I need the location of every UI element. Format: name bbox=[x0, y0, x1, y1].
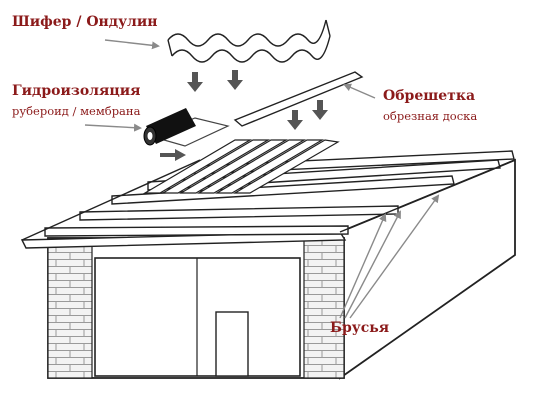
lathing-board-2 bbox=[160, 139, 271, 194]
lathing-board-3 bbox=[178, 139, 289, 194]
roof-beam-2 bbox=[79, 205, 399, 221]
right-arrow-roll bbox=[160, 149, 186, 161]
label-lathing-sub: обрезная доска bbox=[383, 109, 478, 123]
pointer-lines bbox=[84, 39, 440, 319]
pointer-beam-3 bbox=[349, 194, 440, 319]
label-waterproofing: Гидроизоляция bbox=[12, 83, 141, 99]
pointer-lathing bbox=[343, 83, 376, 99]
lathing-board-loose bbox=[233, 71, 364, 127]
label-lathing: Обрешетка bbox=[383, 88, 476, 104]
pointer-waterproofing bbox=[84, 123, 142, 132]
roof-left-edge bbox=[21, 159, 201, 241]
label-waterproofing-sub: рубероид / мембрана bbox=[12, 104, 141, 118]
brick-pillar-right bbox=[303, 237, 345, 379]
waterproofing-roll-icon bbox=[143, 108, 230, 147]
down-arrow-3 bbox=[287, 110, 303, 130]
lathing-board-5 bbox=[214, 139, 325, 194]
lathing-board-1 bbox=[142, 139, 253, 194]
down-arrow-4 bbox=[312, 100, 328, 120]
label-beams: Брусья bbox=[330, 320, 390, 336]
pointer-slate bbox=[104, 39, 160, 50]
pointer-beam-1 bbox=[339, 213, 387, 319]
down-arrow-1 bbox=[187, 72, 203, 92]
down-arrow-2 bbox=[227, 70, 243, 90]
lathing-board-4 bbox=[196, 139, 307, 194]
roof-beam-1 bbox=[44, 225, 349, 237]
brick-pillar-left bbox=[47, 237, 93, 379]
roof-right-edge bbox=[339, 159, 516, 233]
slate-sheet bbox=[167, 19, 331, 63]
label-slate: Шифер / Ондулин bbox=[12, 14, 158, 30]
lathing-boards-on-roof bbox=[142, 139, 340, 194]
garage-side-wall bbox=[339, 158, 516, 380]
roof-beam-3 bbox=[111, 175, 455, 205]
lathing-board-6 bbox=[232, 139, 340, 194]
pointer-beam-2 bbox=[344, 210, 401, 319]
down-arrows bbox=[160, 70, 328, 161]
wicket-door bbox=[215, 311, 249, 377]
